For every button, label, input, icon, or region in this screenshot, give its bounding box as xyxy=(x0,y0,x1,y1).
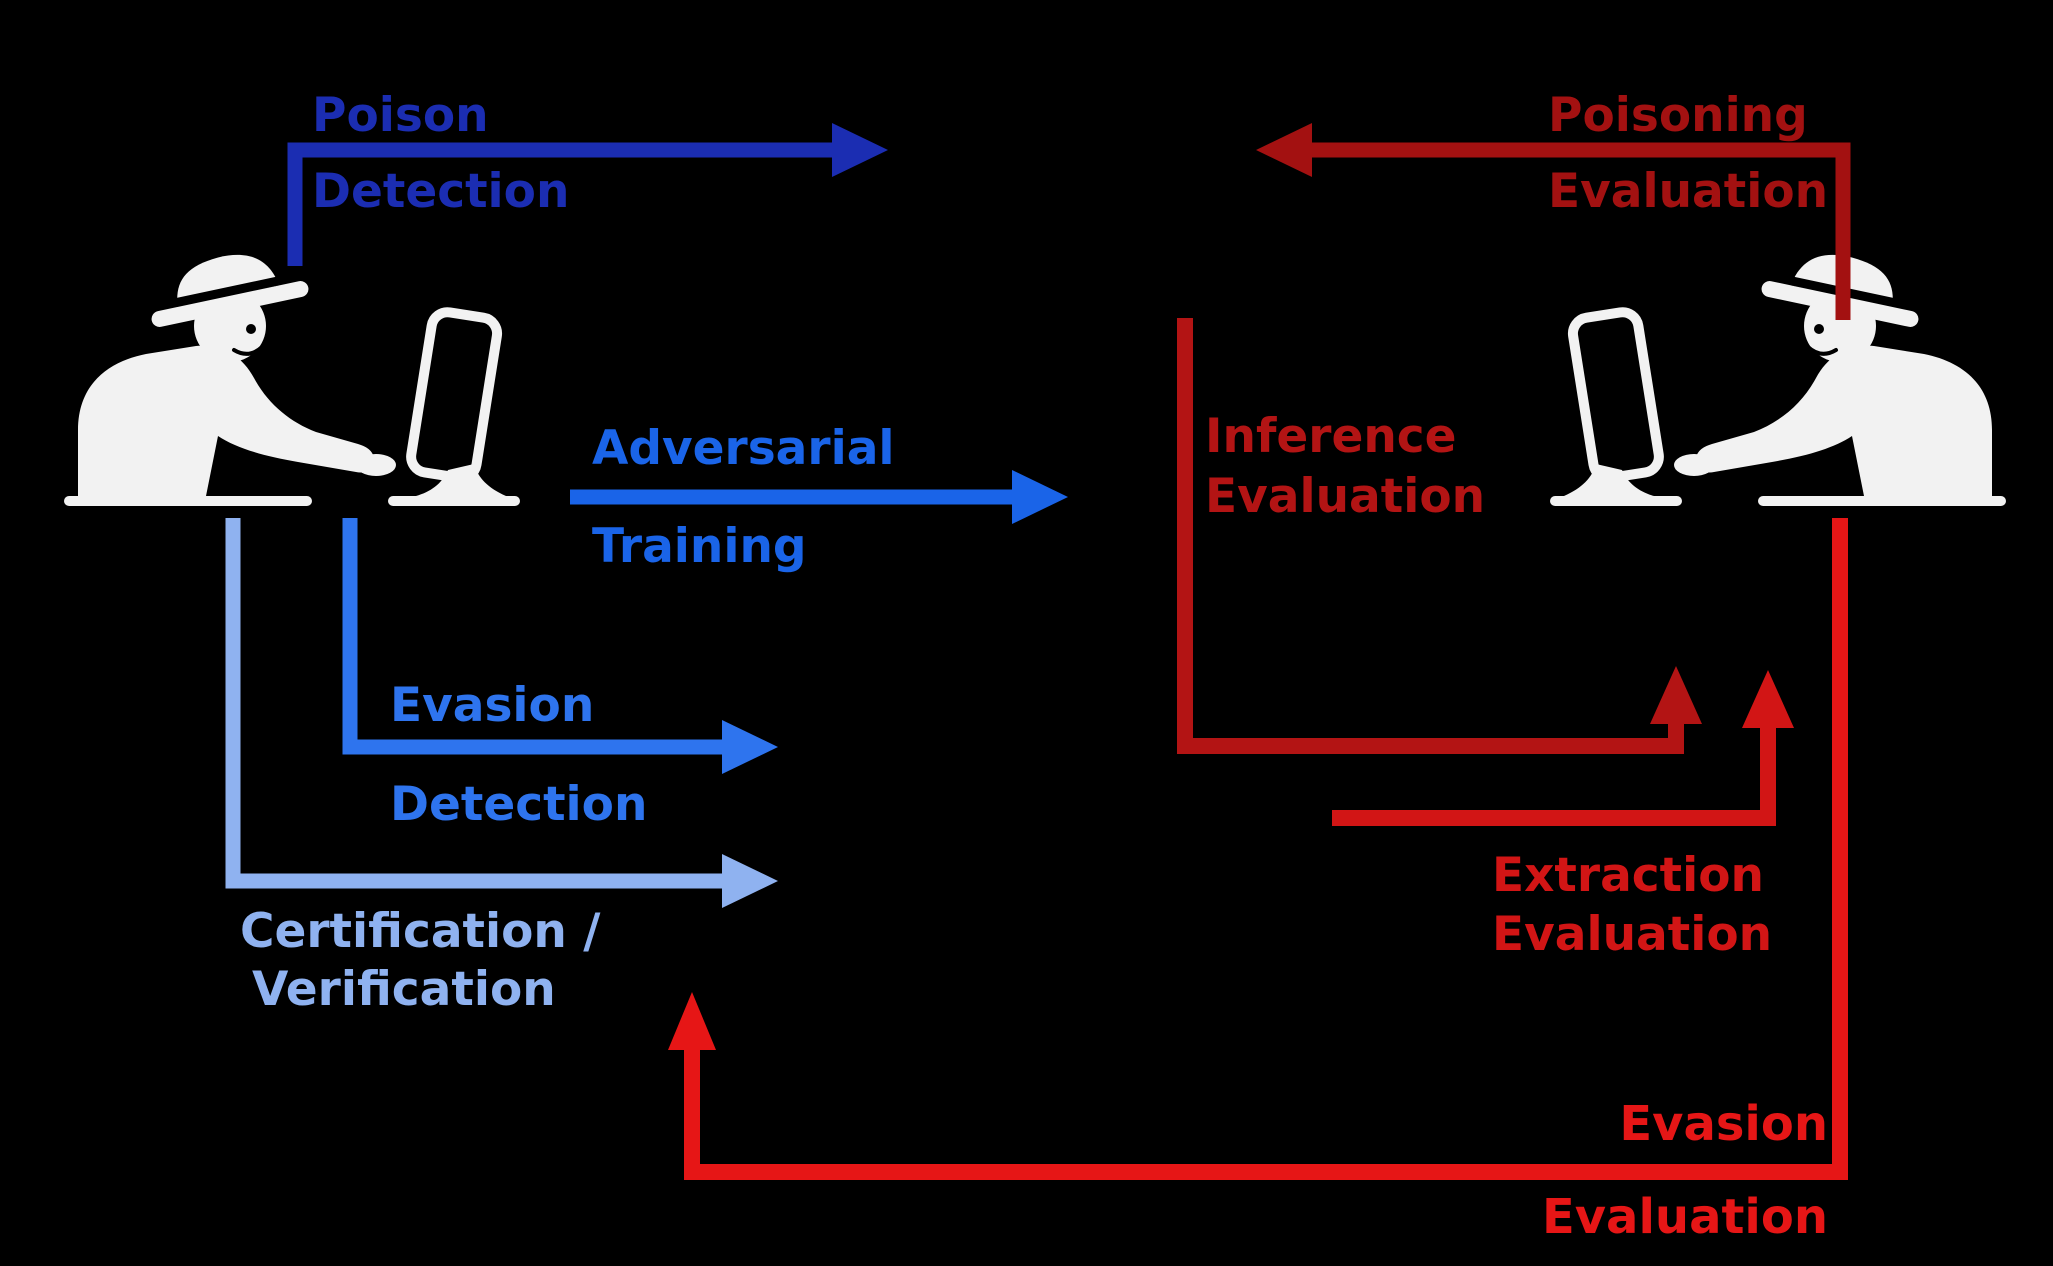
inference-evaluation-label-line2: Evaluation xyxy=(1205,469,1485,524)
inference-evaluation-arrowhead xyxy=(1650,666,1702,724)
poisoning-evaluation-line xyxy=(1312,142,1851,320)
extraction-evaluation-label-line1: Extraction xyxy=(1492,848,1764,903)
evasion-evaluation-line xyxy=(684,518,1848,1180)
poisoning-evaluation-label-line2: Evaluation xyxy=(1548,164,1828,219)
certification-verification-arrowhead xyxy=(722,854,778,908)
evasion-detection-arrow xyxy=(342,518,778,774)
poisoning-evaluation-arrow xyxy=(1256,123,1851,320)
poison-detection-arrow xyxy=(287,123,888,266)
evasion-detection-arrowhead xyxy=(722,720,778,774)
certification-verification-label-line1: Certification / xyxy=(240,904,601,959)
evasion-evaluation-label-line2: Evaluation xyxy=(1542,1189,1828,1245)
extraction-evaluation-line xyxy=(1332,726,1776,826)
poisoning-evaluation-arrowhead xyxy=(1256,123,1312,177)
evasion-detection-line xyxy=(342,518,722,755)
poisoning-evaluation-label-line1: Poisoning xyxy=(1548,88,1808,143)
inference-evaluation-arrow xyxy=(1177,318,1702,754)
certification-verification-line xyxy=(225,518,722,889)
poison-detection-line xyxy=(287,142,832,266)
certification-verification-label-line2: Verification xyxy=(252,962,556,1017)
inference-evaluation-label-line1: Inference xyxy=(1205,409,1457,464)
poison-detection-label-line2: Detection xyxy=(312,164,569,219)
evasion-detection-label-line1: Evasion xyxy=(390,678,594,733)
certification-verification-arrow xyxy=(225,518,778,908)
extraction-evaluation-arrow xyxy=(1332,670,1794,826)
evasion-detection-label-line2: Detection xyxy=(390,777,647,832)
inference-evaluation-line xyxy=(1177,318,1684,754)
adversarial-training-label-line1: Adversarial xyxy=(592,421,895,476)
evasion-evaluation-arrow xyxy=(668,518,1848,1180)
extraction-evaluation-label-line2: Evaluation xyxy=(1492,907,1772,962)
poison-detection-label-line1: Poison xyxy=(312,88,489,143)
evasion-evaluation-label-line1: Evasion xyxy=(1619,1096,1828,1152)
adversarial-training-label-line2: Training xyxy=(592,519,807,574)
adversarial-training-arrow xyxy=(570,470,1068,524)
poison-detection-arrowhead xyxy=(832,123,888,177)
evasion-evaluation-arrowhead xyxy=(668,992,716,1050)
extraction-evaluation-arrowhead xyxy=(1742,670,1794,728)
adversarial-training-arrowhead xyxy=(1012,470,1068,524)
